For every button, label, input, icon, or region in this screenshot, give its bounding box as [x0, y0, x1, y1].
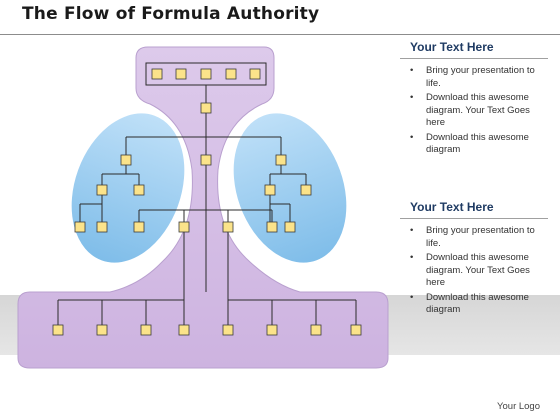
- org-node: [140, 324, 152, 336]
- org-node: [133, 184, 145, 196]
- org-node: [178, 324, 190, 336]
- title-divider: [0, 34, 560, 35]
- bullet-item: Bring your presentation to life.: [400, 65, 550, 90]
- right-lobe: [231, 111, 349, 265]
- org-node: [96, 324, 108, 336]
- org-node: [275, 154, 287, 166]
- org-node: [249, 68, 261, 80]
- bullet-item: Bring your presentation to life.: [400, 225, 550, 250]
- org-node: [266, 324, 278, 336]
- org-node: [200, 154, 212, 166]
- org-node: [300, 184, 312, 196]
- org-node: [266, 221, 278, 233]
- org-node: [222, 324, 234, 336]
- page-title: The Flow of Formula Authority: [22, 4, 320, 24]
- org-node: [96, 221, 108, 233]
- panel-heading: Your Text Here: [410, 200, 494, 214]
- org-node: [178, 221, 190, 233]
- org-node: [200, 68, 212, 80]
- org-node: [264, 184, 276, 196]
- panel-divider: [400, 58, 548, 59]
- purple-frame: [17, 46, 389, 369]
- bullet-list: Bring your presentation to life. Downloa…: [400, 65, 550, 157]
- org-node: [151, 68, 163, 80]
- connector-lines: [57, 85, 357, 325]
- org-node: [350, 324, 362, 336]
- org-node: [310, 324, 322, 336]
- org-node: [200, 102, 212, 114]
- org-node: [133, 221, 145, 233]
- panel-heading: Your Text Here: [410, 40, 494, 54]
- bullet-item: Download this awesome diagram: [400, 292, 550, 317]
- bullet-item: Download this awesome diagram. Your Text…: [400, 92, 550, 130]
- bullet-item: Download this awesome diagram. Your Text…: [400, 252, 550, 290]
- org-node: [225, 68, 237, 80]
- logo-placeholder: Your Logo: [497, 401, 540, 412]
- org-node: [284, 221, 296, 233]
- bullet-item: Download this awesome diagram: [400, 132, 550, 157]
- nodes-group: [52, 68, 362, 336]
- bullet-list: Bring your presentation to life. Downloa…: [400, 225, 550, 317]
- hierarchy-diagram: [17, 46, 389, 369]
- org-node: [52, 324, 64, 336]
- panel-divider: [400, 218, 548, 219]
- text-panel-1: Your Text Here Bring your presentation t…: [400, 40, 550, 159]
- org-node: [74, 221, 86, 233]
- org-node: [175, 68, 187, 80]
- org-node: [120, 154, 132, 166]
- org-node: [96, 184, 108, 196]
- text-panel-2: Your Text Here Bring your presentation t…: [400, 200, 550, 319]
- org-node: [222, 221, 234, 233]
